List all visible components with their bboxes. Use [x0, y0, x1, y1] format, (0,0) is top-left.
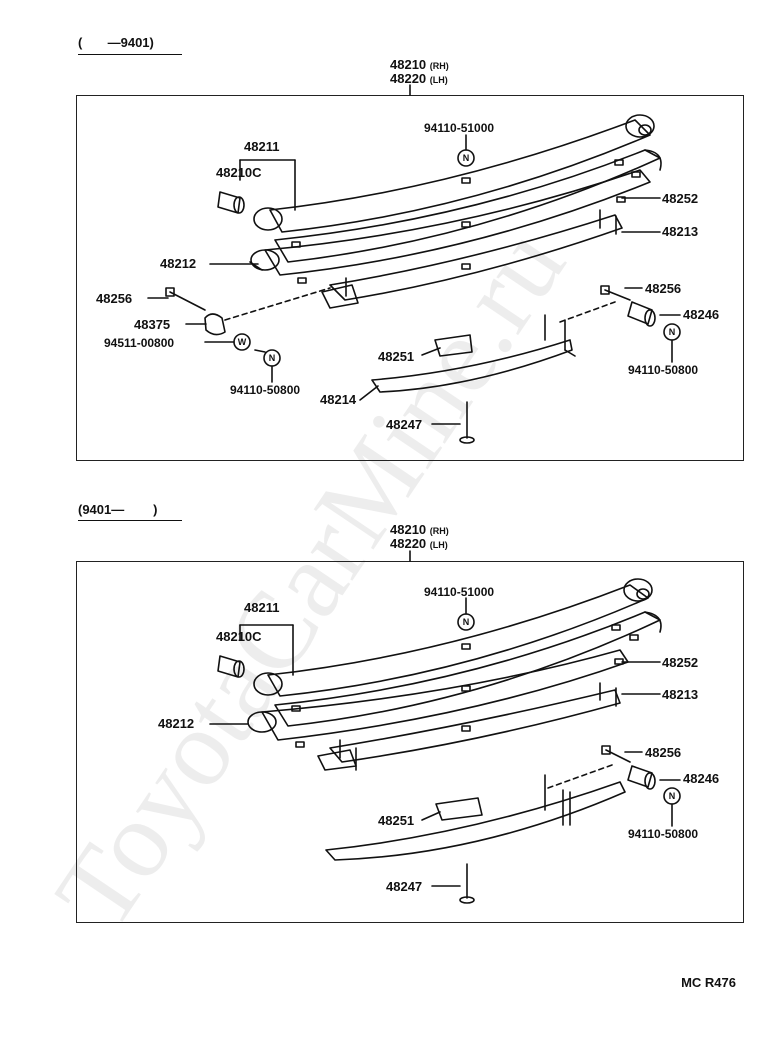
top-label-48375: 48375: [134, 317, 171, 332]
bottom-assembly-lh: 48220 (LH): [390, 537, 448, 550]
bottom-label-48246: 48246: [683, 771, 720, 786]
top-range-underline: [78, 54, 182, 55]
bottom-assembly-rh-suffix: (RH): [429, 526, 449, 536]
bottom-label-48210c: 48210C: [216, 629, 262, 644]
bottom-label-48212: 48212: [158, 716, 195, 731]
bottom-label-48211: 48211: [244, 600, 280, 615]
svg-text:N: N: [463, 617, 470, 627]
top-label-48256-right: 48256: [645, 281, 682, 296]
top-label-48252: 48252: [662, 191, 699, 206]
bottom-label-48247: 48247: [386, 879, 423, 894]
top-label-48210c: 48210C: [216, 165, 262, 180]
top-label-94110-50800-left: 94110-50800: [230, 383, 301, 397]
top-label-48246: 48246: [683, 307, 720, 322]
svg-text:W: W: [238, 337, 247, 347]
bottom-assembly-lh-number: 48220: [390, 536, 427, 551]
top-range-label: ( —9401): [78, 35, 154, 50]
top-label-48256-left: 48256: [96, 291, 133, 306]
bottom-range-label: (9401— ): [78, 502, 158, 517]
top-label-48251: 48251: [378, 349, 415, 364]
bottom-label-94110-51000: 94110-51000: [424, 585, 495, 599]
bottom-label-48251: 48251: [378, 813, 415, 828]
bottom-range-underline: [78, 520, 182, 521]
bottom-assembly-lh-suffix: (LH): [429, 540, 448, 550]
svg-text:N: N: [669, 327, 676, 337]
bottom-assembly-rh-number: 48210: [390, 522, 427, 537]
top-assembly-lh-suffix: (LH): [429, 75, 448, 85]
top-label-48212: 48212: [160, 256, 197, 271]
bottom-label-48252: 48252: [662, 655, 699, 670]
top-label-48213: 48213: [662, 224, 699, 239]
top-label-94110-51000: 94110-51000: [424, 121, 495, 135]
bottom-assembly-rh: 48210 (RH): [390, 523, 449, 536]
svg-text:N: N: [463, 153, 470, 163]
bottom-label-48213: 48213: [662, 687, 699, 702]
top-assembly-lh-number: 48220: [390, 71, 427, 86]
bottom-label-94110-50800: 94110-50800: [628, 827, 699, 841]
svg-text:N: N: [269, 353, 276, 363]
top-label-94110-50800-right: 94110-50800: [628, 363, 699, 377]
svg-text:N: N: [669, 791, 676, 801]
top-label-94511-00800: 94511-00800: [104, 336, 175, 350]
top-label-48247: 48247: [386, 417, 423, 432]
top-label-48214: 48214: [320, 392, 357, 407]
bottom-label-48256: 48256: [645, 745, 682, 760]
top-assembly-rh: 48210 (RH): [390, 58, 449, 71]
top-label-48211: 48211: [244, 139, 280, 154]
top-assembly-rh-number: 48210: [390, 57, 427, 72]
top-assembly-lh: 48220 (LH): [390, 72, 448, 85]
diagram-code: MC R476: [681, 975, 736, 990]
top-assembly-rh-suffix: (RH): [429, 61, 449, 71]
